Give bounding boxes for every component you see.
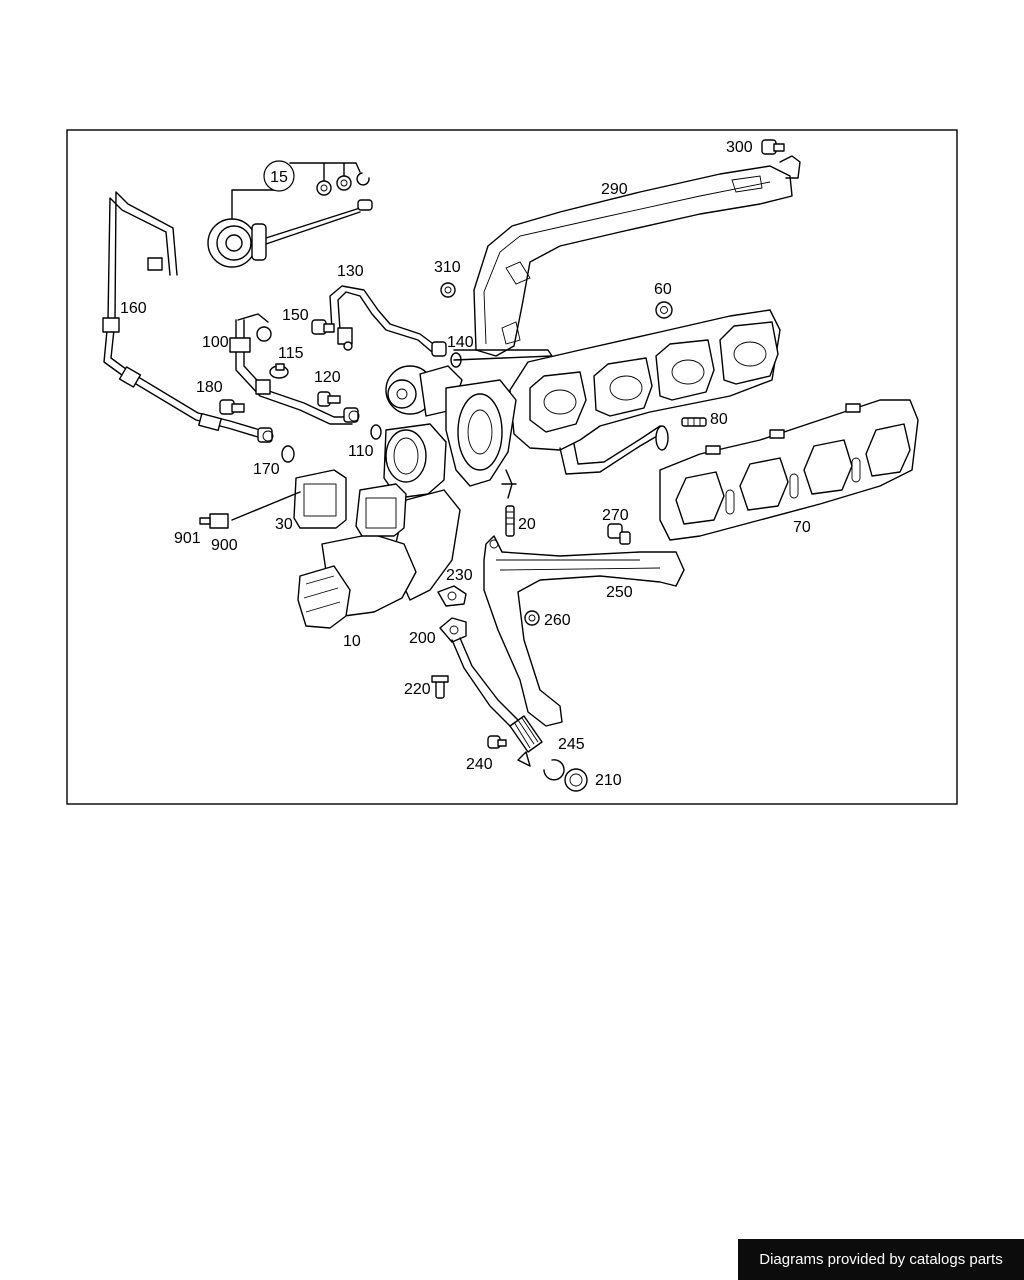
gasket-230[interactable] <box>437 585 467 607</box>
label-310: 310 <box>434 259 461 276</box>
connector-900[interactable] <box>199 513 229 529</box>
label-210: 210 <box>595 772 622 789</box>
label-60: 60 <box>654 281 672 298</box>
label-10: 10 <box>343 633 361 650</box>
sensor-30[interactable] <box>231 469 407 537</box>
fitting-pipe-end[interactable] <box>257 427 274 443</box>
label-150: 150 <box>282 307 309 324</box>
pipe-160[interactable] <box>102 191 271 441</box>
label-290: 290 <box>601 181 628 198</box>
bolt-220[interactable] <box>431 675 449 699</box>
label-70: 70 <box>793 519 811 536</box>
stud-80[interactable] <box>681 417 707 427</box>
label-250: 250 <box>606 584 633 601</box>
nut-310[interactable] <box>440 282 456 298</box>
nut-260[interactable] <box>524 610 540 626</box>
label-130: 130 <box>337 263 364 280</box>
label-140: 140 <box>447 334 474 351</box>
label-900: 900 <box>211 537 238 554</box>
bolt-180[interactable] <box>219 399 245 415</box>
heat-shield-290[interactable] <box>473 155 801 357</box>
label-901: 901 <box>174 530 201 547</box>
label-240: 240 <box>466 756 493 773</box>
bolt-240[interactable] <box>487 735 507 749</box>
label-20: 20 <box>518 516 536 533</box>
diagram-frame <box>66 129 958 805</box>
bolt-150[interactable] <box>311 319 335 335</box>
label-230: 230 <box>446 567 473 584</box>
label-180: 180 <box>196 379 223 396</box>
label-110: 110 <box>348 443 374 460</box>
footer-credit: Diagrams provided by catalogs parts <box>738 1239 1024 1280</box>
clamp-115[interactable] <box>269 363 289 379</box>
plug-210[interactable] <box>564 768 588 792</box>
label-260: 260 <box>544 612 571 629</box>
pipe-130[interactable] <box>329 285 437 353</box>
label-270: 270 <box>602 507 629 524</box>
turbocharger-10[interactable] <box>297 349 553 629</box>
exhaust-manifold[interactable] <box>509 309 781 475</box>
label-220: 220 <box>404 681 431 698</box>
label-170: 170 <box>253 461 280 478</box>
label-30: 30 <box>275 516 293 533</box>
bolt-300[interactable] <box>761 139 785 155</box>
label-245: 245 <box>558 736 585 753</box>
clamp-245[interactable] <box>517 751 565 781</box>
bolt-120[interactable] <box>317 391 341 407</box>
label-300: 300 <box>726 139 753 156</box>
label-15: 15 <box>270 169 288 186</box>
label-160: 160 <box>120 300 147 317</box>
pipe-200[interactable] <box>439 617 543 753</box>
bolt-270[interactable] <box>607 523 631 545</box>
label-200: 200 <box>409 630 436 647</box>
stud-20[interactable] <box>505 505 515 537</box>
pipe-100[interactable] <box>229 313 353 425</box>
bracket-250[interactable] <box>483 535 685 727</box>
fitting-110[interactable] <box>343 407 382 440</box>
label-100: 100 <box>202 334 229 351</box>
washer-170[interactable] <box>281 445 295 463</box>
label-115: 115 <box>278 345 304 362</box>
nut-60[interactable] <box>655 301 673 319</box>
wastegate-actuator[interactable] <box>207 162 373 268</box>
label-120: 120 <box>314 369 341 386</box>
gasket-70[interactable] <box>659 399 919 541</box>
callout-circle-15 <box>263 160 295 192</box>
label-80: 80 <box>710 411 728 428</box>
